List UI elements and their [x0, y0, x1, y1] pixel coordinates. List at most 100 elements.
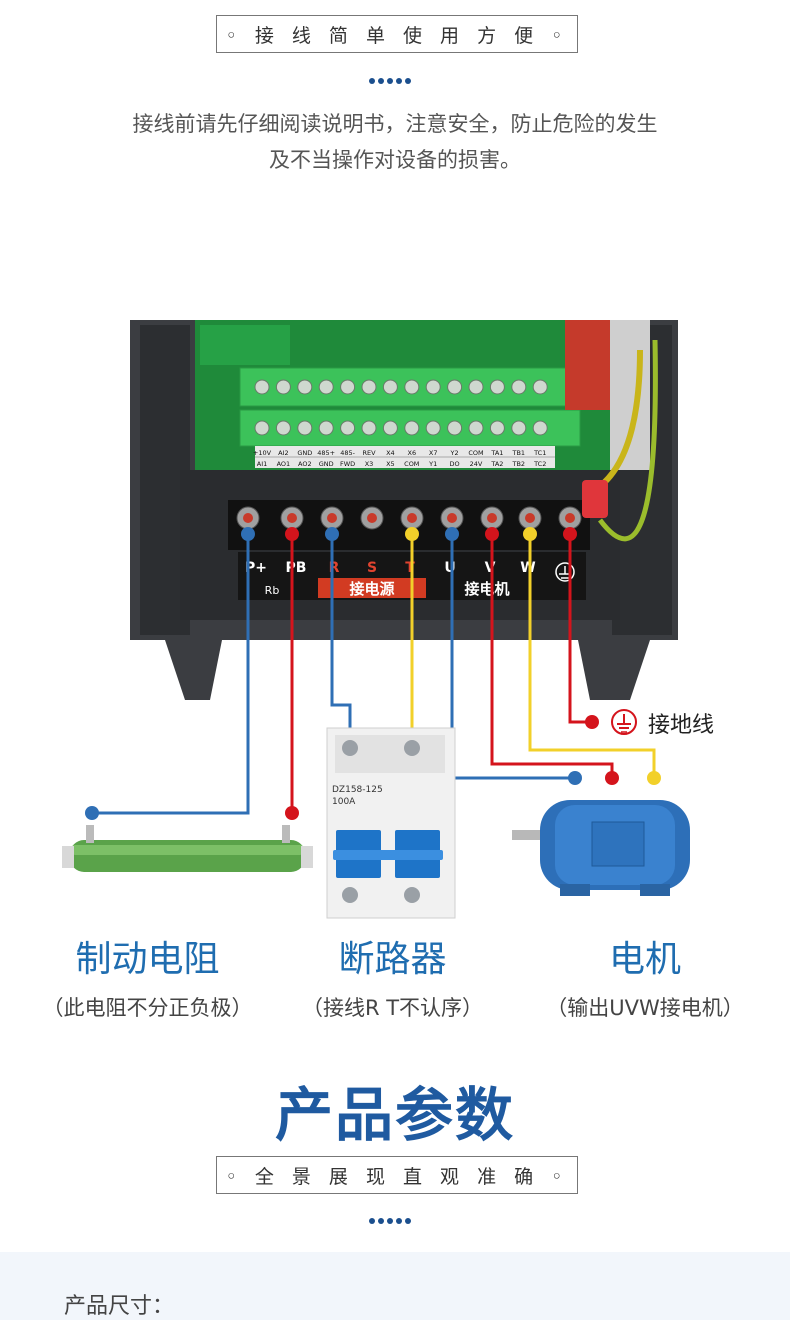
pcb-terminal-label: TB1: [512, 449, 526, 457]
breaker-model: DZ158-125: [332, 785, 383, 795]
power-terminal-screw-head: [287, 513, 297, 523]
ground-symbol-icon: [611, 709, 637, 735]
breaker-label-group: 断路器 （接线R T不认序）: [280, 930, 505, 1022]
pcb-screw: [532, 420, 548, 436]
pcb-screw: [340, 420, 356, 436]
tagline-box: ◦ 接 线 简 单 使 用 方 便 ◦: [216, 15, 578, 53]
wire-dots: [85, 527, 661, 820]
pcb-terminal-label: AI1: [257, 460, 268, 468]
pcb-terminal-label: Y2: [450, 449, 459, 457]
motor-terminal-label: U: [444, 560, 455, 576]
bottom-band: [0, 1252, 790, 1320]
power-terminal-label: P+: [245, 560, 267, 576]
pcb-screw: [404, 379, 420, 395]
pcb-screw: [404, 420, 420, 436]
ground-terminal-icon: [555, 562, 575, 582]
power-terminal-screw-head: [407, 513, 417, 523]
resistor-mark: Rb: [265, 584, 280, 597]
power-terminal-screw-head: [243, 513, 253, 523]
power-terminal-label: T: [405, 560, 415, 576]
pcb-terminal-label: X3: [365, 460, 374, 468]
divider-dots: [369, 78, 411, 84]
pcb-screw: [382, 379, 398, 395]
pcb-screw: [340, 379, 356, 395]
motor-note: （输出UVW接电机）: [546, 996, 744, 1020]
pcb-screw: [425, 379, 441, 395]
pcb-terminal-label: 485+: [317, 449, 335, 457]
pcb-terminal-label: GND: [297, 449, 312, 457]
pcb-terminal-label: X4: [386, 449, 395, 457]
params-divider-dots: [369, 1218, 411, 1224]
pcb-terminal-label: 485-: [340, 449, 355, 457]
pcb-screw: [297, 379, 313, 395]
motor-terminal-label: W: [520, 560, 535, 576]
motor-label-group: 电机 （输出UVW接电机）: [520, 930, 770, 1022]
pcb-terminal-label: AI2: [278, 449, 289, 457]
ground-label: 接地线: [648, 713, 715, 738]
power-terminal-screw-head: [525, 513, 535, 523]
breaker-note: （接线R T不认序）: [301, 996, 484, 1020]
pcb-screw: [275, 379, 291, 395]
pcb-terminal-label: DO: [450, 460, 460, 468]
pcb-terminal-label: GND: [319, 460, 334, 468]
breaker-name: 断路器: [338, 939, 447, 980]
pcb-screw: [254, 420, 270, 436]
pcb-screw: [297, 420, 313, 436]
power-terminal-label: R: [329, 560, 340, 576]
pcb-screw: [275, 420, 291, 436]
pcb-terminal-label: COM: [404, 460, 419, 468]
params-tagline-box: ◦ 全 景 展 现 直 观 准 确 ◦: [216, 1156, 578, 1194]
pcb-screw: [425, 420, 441, 436]
pcb-screw: [511, 379, 527, 395]
pcb-terminal-label: REV: [362, 449, 376, 457]
pcb-terminal-label: X6: [408, 449, 417, 457]
pcb-screw: [361, 379, 377, 395]
intro-line-1: 接线前请先仔细阅读说明书，注意安全，防止危险的发生: [132, 112, 658, 136]
pcb-screw: [468, 420, 484, 436]
params-title: 产品参数: [274, 1081, 515, 1149]
pcb-screw: [382, 420, 398, 436]
power-caption: 接电源: [349, 580, 394, 598]
pcb-screw: [447, 379, 463, 395]
pcb-terminal-label: Y1: [428, 460, 437, 468]
pcb-terminal-label: TC1: [533, 449, 546, 457]
pcb-terminal-label: AO1: [277, 460, 291, 468]
pcb-terminal-label: COM: [468, 449, 483, 457]
pcb-terminal-label: TA1: [490, 449, 503, 457]
pcb-terminal-label: TA2: [490, 460, 503, 468]
pcb-terminal-label: X5: [386, 460, 395, 468]
params-tagline-text: ◦ 全 景 展 现 直 观 准 确 ◦: [225, 1165, 569, 1188]
pcb-screw: [489, 420, 505, 436]
power-terminal-label: PB: [286, 560, 307, 576]
intro-line-2: 及不当操作对设备的损害。: [269, 148, 521, 172]
pcb-screw: [468, 379, 484, 395]
size-label: 产品尺寸：: [64, 1294, 175, 1319]
pcb-terminal-label: 24V: [470, 460, 483, 468]
pcb-terminal-label: AO2: [298, 460, 312, 468]
resistor-note: （此电阻不分正负极）: [42, 996, 253, 1020]
power-terminal-screw-head: [447, 513, 457, 523]
pcb-screw: [511, 420, 527, 436]
pcb-screw: [447, 420, 463, 436]
pcb-terminal-label: TB2: [512, 460, 526, 468]
pcb-terminal-label: FWD: [340, 460, 355, 468]
pcb-screw: [489, 379, 505, 395]
motor-terminal-label: V: [485, 560, 496, 576]
motor-caption: 接电机: [464, 580, 509, 598]
power-terminal-screw-head: [565, 513, 575, 523]
breaker-rating: 100A: [332, 797, 356, 807]
pcb-screw: [532, 379, 548, 395]
pcb-screw: [254, 379, 270, 395]
pcb-terminal-label: TC2: [533, 460, 546, 468]
electric-motor: [512, 800, 690, 896]
pcb-screw: [318, 379, 334, 395]
resistor-label-group: 制动电阻 （此电阻不分正负极）: [20, 930, 275, 1022]
power-terminal-screw-head: [327, 513, 337, 523]
power-terminal-screw-head: [367, 513, 377, 523]
power-terminal-screw-head: [487, 513, 497, 523]
resistor-name: 制动电阻: [75, 939, 220, 980]
pcb-screw: [318, 420, 334, 436]
braking-resistor: [62, 825, 313, 872]
